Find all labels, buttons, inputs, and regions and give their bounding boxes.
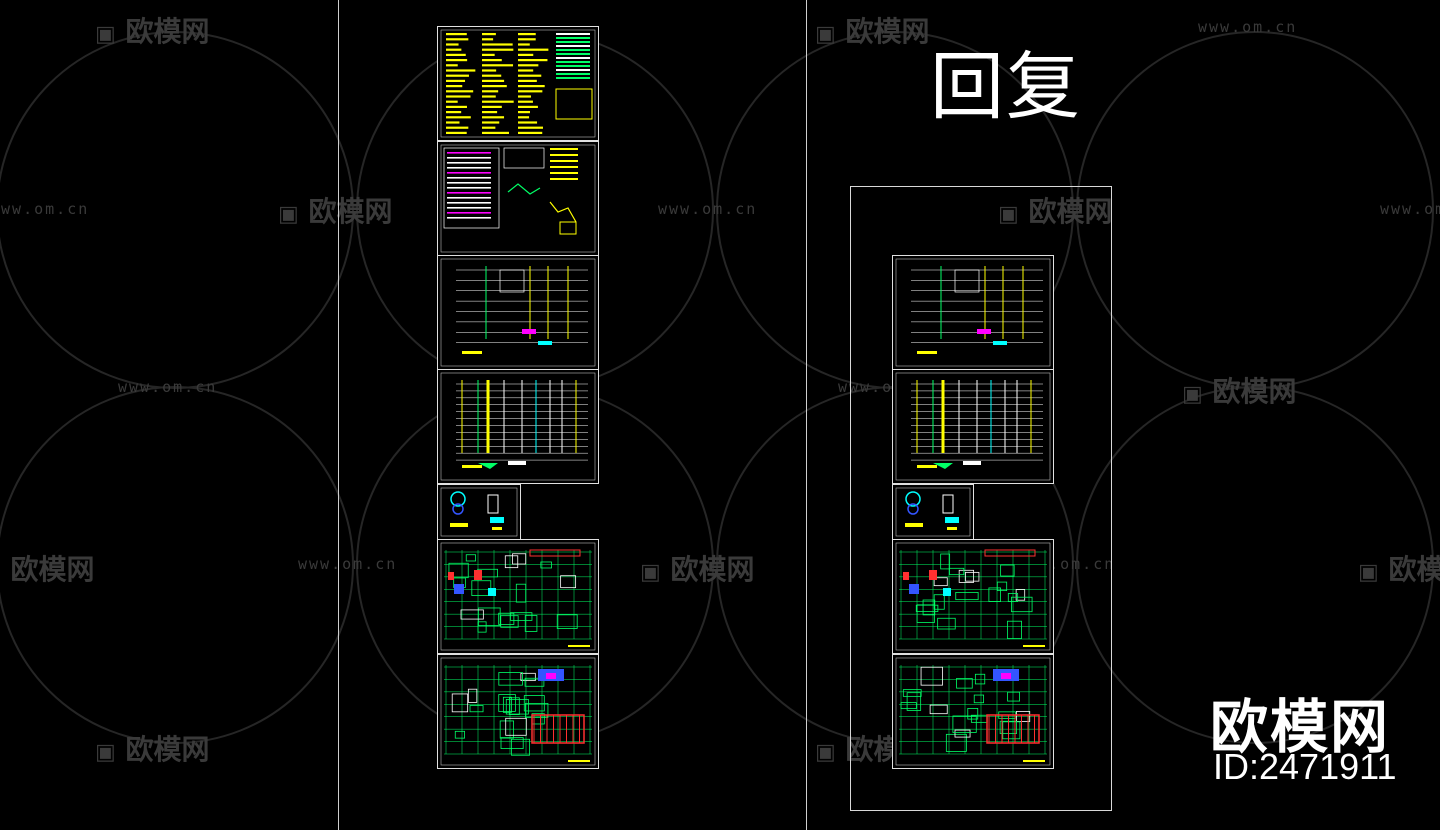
cad-drawing-sheet: [892, 484, 974, 540]
watermark-brand: ▣ 欧模网: [1358, 553, 1440, 586]
cad-drawing-sheet: [892, 255, 1054, 370]
watermark-url: www.om.cn: [658, 200, 758, 218]
cad-drawing-content: [895, 487, 971, 537]
cad-drawing-sheet: [892, 654, 1054, 769]
cad-drawing-sheet: [437, 255, 599, 370]
brand-logo-text: 欧模网: [1210, 693, 1391, 761]
watermark-brand: ▣ 欧模网: [278, 195, 393, 228]
watermark-url: www.om.cn: [1380, 200, 1440, 218]
cad-drawing-content: [440, 657, 596, 766]
divider-line: [338, 0, 339, 830]
cad-drawing-sheet: [437, 26, 599, 141]
cad-drawing-content: [440, 372, 596, 481]
selection-frame: [850, 186, 1112, 811]
watermark-brand: ▣ 欧模网: [95, 733, 210, 766]
watermark-brand: ▣ 欧模网: [1182, 375, 1297, 408]
cad-drawing-content: [440, 258, 596, 367]
watermark-brand: ▣ 欧模网: [95, 15, 210, 48]
cad-drawing-sheet: [437, 654, 599, 769]
watermark-url: www.om.cn: [1198, 18, 1298, 36]
cad-drawing-content: [440, 487, 518, 537]
reply-label: 回复: [930, 44, 1082, 130]
watermark-url: www.om.cn: [118, 378, 218, 396]
cad-drawing-sheet: [437, 369, 599, 484]
cad-drawing-sheet: [892, 539, 1054, 654]
cad-drawing-sheet: [437, 484, 521, 540]
watermark-brand: ▣ 欧模网: [640, 553, 755, 586]
cad-drawing-content: [895, 542, 1051, 651]
cad-drawing-sheet: [437, 141, 599, 256]
cad-drawing-sheet: [437, 539, 599, 654]
cad-drawing-content: [440, 144, 596, 253]
cad-drawing-content: [895, 657, 1051, 766]
watermark-brand: ▣ 欧模网: [815, 15, 930, 48]
watermark-url: www.om.cn: [0, 200, 90, 218]
cad-drawing-sheet: [892, 369, 1054, 484]
cad-drawing-content: [440, 542, 596, 651]
watermark-url: www.om.cn: [298, 555, 398, 573]
cad-drawing-content: [440, 29, 596, 138]
cad-drawing-content: [895, 372, 1051, 481]
cad-drawing-content: [895, 258, 1051, 367]
watermark-brand: ▣ 欧模网: [0, 553, 95, 586]
asset-id: ID:2471911: [1213, 746, 1397, 787]
divider-line: [806, 0, 807, 830]
